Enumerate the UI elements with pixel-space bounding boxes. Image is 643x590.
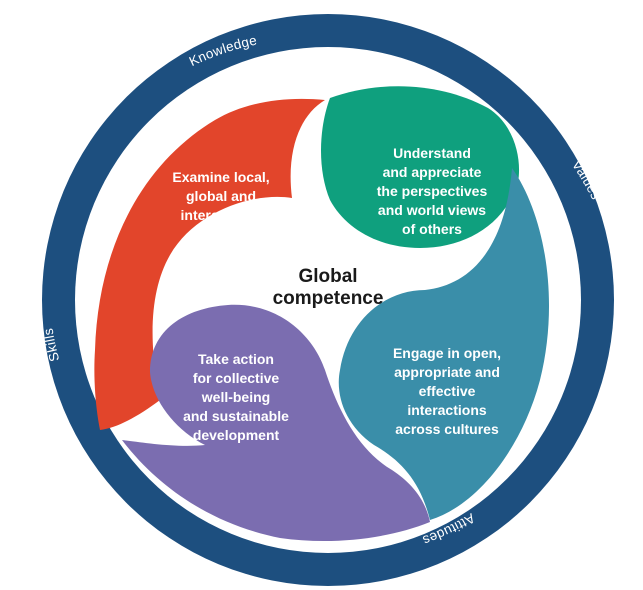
petal-text-engage: Engage in open, appropriate and effective i… bbox=[393, 345, 501, 437]
petal-line: Examine local, bbox=[172, 169, 269, 185]
petal-line: interactions bbox=[407, 402, 487, 418]
petal-line: and appreciate bbox=[383, 164, 482, 180]
petal-examine bbox=[94, 98, 325, 430]
petal-engage bbox=[338, 168, 550, 520]
center-title-line2: competence bbox=[273, 288, 384, 309]
petal-line: of others bbox=[402, 221, 462, 237]
petal-line: global and bbox=[186, 188, 256, 204]
petal-line: Take action bbox=[198, 351, 274, 367]
petal-line: across cultures bbox=[395, 421, 499, 437]
petal-line: well-being bbox=[201, 389, 270, 405]
center-title-line1: Global bbox=[298, 266, 357, 287]
petal-line: issues bbox=[199, 226, 243, 242]
petal-line: Engage in open, bbox=[393, 345, 501, 361]
petal-line: and sustainable bbox=[183, 408, 289, 424]
petal-text-examine: Examine local, global and intercultural iss… bbox=[172, 169, 269, 242]
petal-line: for collective bbox=[193, 370, 280, 386]
petal-line: intercultural bbox=[181, 207, 262, 223]
petal-line: development bbox=[193, 427, 280, 443]
petal-take-action bbox=[122, 304, 430, 542]
petal-line: appropriate and bbox=[394, 364, 500, 380]
petal-line: the perspectives bbox=[377, 183, 488, 199]
petal-text-take-action: Take action for collective well-being and s… bbox=[183, 351, 289, 443]
petal-text-understand: Understand and appreciate the perspectives… bbox=[377, 145, 488, 237]
petal-line: effective bbox=[419, 383, 476, 399]
petal-line: Understand bbox=[393, 145, 471, 161]
petal-line: and world views bbox=[378, 202, 486, 218]
petal-understand bbox=[321, 86, 520, 249]
